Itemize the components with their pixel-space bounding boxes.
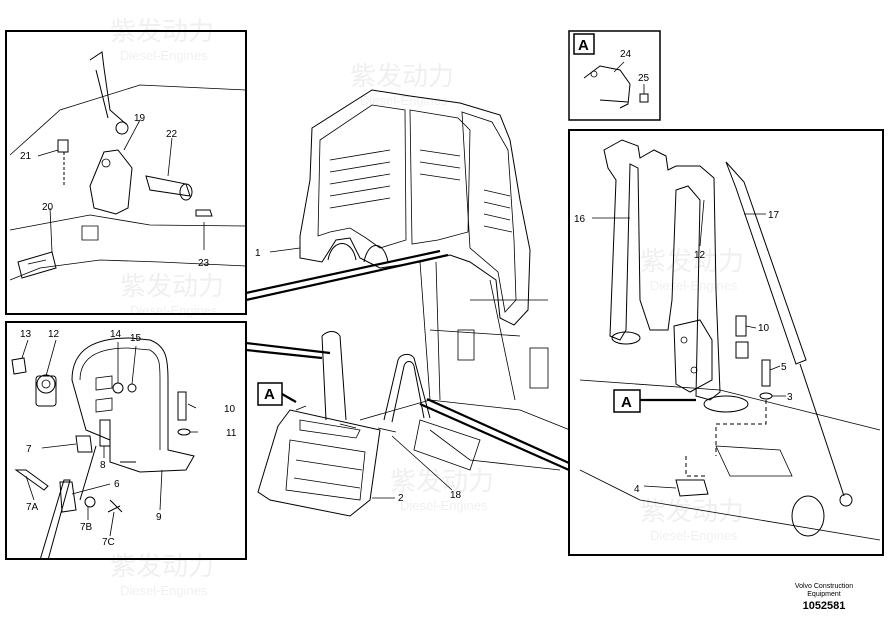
- detail-frame-bottom-left: [5, 321, 247, 560]
- callout-13: 13: [20, 329, 32, 340]
- callout-10-left: 10: [224, 404, 236, 415]
- view-a-marker-label: A: [578, 37, 589, 54]
- callout-1: 1: [255, 248, 261, 259]
- svg-text:紫发动力: 紫发动力: [110, 551, 214, 581]
- callout-24: 24: [620, 49, 632, 60]
- svg-text:Diesel-Engines: Diesel-Engines: [360, 93, 448, 108]
- detail-bracket-assembly: [9, 51, 247, 281]
- detail-frame-right: [568, 129, 884, 556]
- callout-21: 21: [20, 151, 32, 162]
- callout-22: 22: [166, 129, 178, 140]
- svg-text:Diesel-Engines: Diesel-Engines: [120, 583, 208, 598]
- footer-company-line1: Volvo Construction: [794, 583, 854, 590]
- callout-9: 9: [156, 512, 162, 523]
- callout-8: 8: [100, 460, 106, 471]
- footer-company-line2: Equipment: [807, 591, 841, 598]
- svg-text:紫发动力: 紫发动力: [640, 496, 744, 526]
- callout-2: 2: [398, 493, 404, 504]
- view-a-marker-main-label: A: [264, 386, 275, 403]
- callout-6: 6: [114, 479, 120, 490]
- detail-leaders: [245, 249, 570, 472]
- footer-caption: Volvo Construction Equipment 1052581: [768, 583, 880, 613]
- view-a-marker-right-label: A: [621, 394, 632, 411]
- callout-7b: 7B: [80, 522, 93, 533]
- svg-text:紫发动力: 紫发动力: [640, 246, 744, 276]
- right-leaders: [592, 199, 786, 489]
- callout-7c: 7C: [102, 537, 115, 548]
- svg-text:Diesel-Engines: Diesel-Engines: [120, 48, 208, 63]
- callout-10-right: 10: [758, 323, 770, 334]
- detail-mirror-bracket: [11, 337, 195, 561]
- cab-guard-assembly: [257, 89, 571, 517]
- svg-text:Diesel-Engines: Diesel-Engines: [650, 278, 738, 293]
- detail-rops-frame: [579, 139, 881, 541]
- grille-slots: [329, 149, 513, 233]
- callout-14: 14: [110, 329, 122, 340]
- callout-5: 5: [781, 362, 787, 373]
- drawing-number: 1052581: [802, 600, 846, 612]
- svg-text:Diesel-Engines: Diesel-Engines: [650, 528, 738, 543]
- callout-16: 16: [574, 214, 586, 225]
- bottom-left-leaders: [21, 339, 198, 537]
- callout-20: 20: [42, 202, 54, 213]
- callout-11: 11: [226, 428, 237, 439]
- callout-labels: 1 2 3 4 5 6 7 7A 7B 7C 8 9 10 10 11 12 1…: [20, 49, 793, 548]
- callout-12-right: 12: [694, 250, 706, 261]
- svg-text:紫发动力: 紫发动力: [120, 271, 224, 301]
- detail-frame-top-left: [5, 30, 247, 315]
- callout-15: 15: [130, 333, 142, 344]
- svg-text:紫发动力: 紫发动力: [350, 61, 454, 91]
- callout-25: 25: [638, 73, 650, 84]
- detail-view-a-clip: [583, 65, 649, 109]
- callout-7: 7: [26, 444, 32, 455]
- top-left-leaders: [37, 119, 205, 253]
- view-a-marker-box: [573, 33, 595, 55]
- callout-19: 19: [134, 113, 146, 124]
- detail-frame-view-a: [568, 30, 661, 121]
- svg-text:Diesel-Engines: Diesel-Engines: [130, 303, 218, 318]
- watermark: 紫发动力 Diesel-Engines 紫发动力 Diesel-Engines …: [110, 16, 744, 598]
- svg-text:Diesel-Engines: Diesel-Engines: [400, 498, 488, 513]
- callout-12-left: 12: [48, 329, 60, 340]
- callout-17: 17: [768, 210, 780, 221]
- callout-3: 3: [787, 392, 793, 403]
- callout-7a: 7A: [26, 502, 39, 513]
- callout-4: 4: [634, 484, 640, 495]
- callout-23: 23: [198, 258, 210, 269]
- callout-18: 18: [450, 490, 462, 501]
